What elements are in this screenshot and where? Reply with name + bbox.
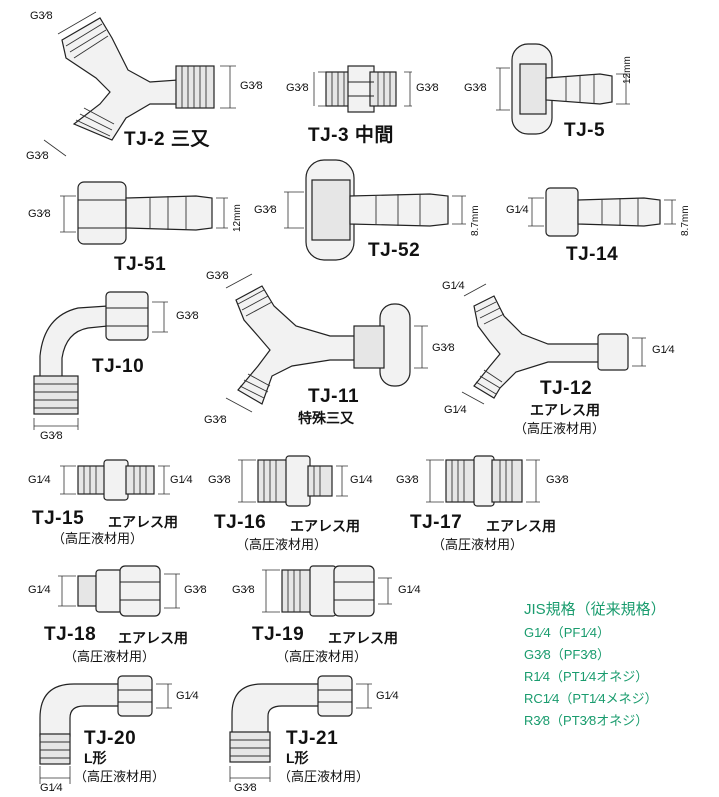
label-tj12-paren: （高圧液材用）: [514, 421, 606, 436]
tj5-fitting: [496, 43, 630, 135]
dim-tj21-right: G1⁄4: [376, 690, 399, 702]
label-tj3: TJ-3 中間: [308, 125, 394, 146]
dim-tj5-hose: 12mm: [622, 56, 633, 84]
dim-tj16-right: G1⁄4: [350, 474, 373, 486]
label-tj16-airless: エアレス用: [290, 518, 360, 534]
dim-tj52-left: G3⁄8: [254, 204, 277, 216]
label-tj11-sub: 特殊三又: [298, 410, 354, 426]
legend-item-g14: G1⁄4（PF1⁄4）: [524, 625, 610, 640]
tj52-fitting: [284, 159, 466, 261]
dim-tj16-left: G3⁄8: [208, 474, 231, 486]
label-tj19: TJ-19: [252, 624, 305, 645]
label-tj16-paren: （高圧液材用）: [236, 537, 328, 552]
tj3-fitting: [313, 65, 412, 113]
dim-tj12-top: G1⁄4: [442, 280, 465, 292]
legend-item-r38: R3⁄8（PT3⁄8オネジ）: [524, 713, 649, 728]
dim-tj11-top: G3⁄8: [206, 270, 229, 282]
label-tj18: TJ-18: [44, 624, 97, 645]
dim-tj14-hose: 8.7mm: [680, 205, 691, 236]
dim-tj51-hose: 12mm: [232, 204, 243, 232]
legend-item-g38: G3⁄8（PF3⁄8）: [524, 647, 610, 662]
tj14-fitting: [528, 187, 676, 237]
dim-tj19-right: G1⁄4: [398, 584, 421, 596]
dim-tj10-bottom: G3⁄8: [40, 430, 63, 442]
label-tj20: TJ-20: [84, 728, 137, 749]
tj51-fitting: [60, 181, 228, 245]
dim-tj3-left: G3⁄8: [286, 82, 309, 94]
legend-item-rc14: RC1⁄4（PT1⁄4メネジ）: [524, 691, 658, 706]
dim-tj12-bottom: G1⁄4: [444, 404, 467, 416]
label-tj20-paren: （高圧液材用）: [74, 769, 166, 784]
dim-tj52-hose: 8.7mm: [470, 205, 481, 236]
label-tj15-paren: （高圧液材用）: [52, 531, 144, 546]
label-tj20-shape: L形: [84, 750, 107, 766]
legend-title: JIS規格（従来規格）: [524, 601, 666, 618]
dim-tj18-left: G1⁄4: [28, 584, 51, 596]
dim-tj11-right: G3⁄8: [432, 342, 455, 354]
label-tj5: TJ-5: [564, 120, 606, 141]
label-tj12-airless: エアレス用: [530, 402, 600, 418]
tj20-fitting: [39, 675, 172, 784]
label-tj18-paren: （高圧液材用）: [64, 649, 156, 664]
dim-tj17-right: G3⁄8: [546, 474, 569, 486]
dim-tj15-right: G1⁄4: [170, 474, 193, 486]
tj21-fitting: [229, 675, 372, 782]
dim-tj21-bottom: G3⁄8: [234, 782, 257, 794]
label-tj19-airless: エアレス用: [328, 630, 398, 646]
tj10-fitting: [33, 291, 168, 430]
label-tj17-paren: （高圧液材用）: [432, 537, 524, 552]
dim-tj20-right: G1⁄4: [176, 690, 199, 702]
dim-tj5-left: G3⁄8: [464, 82, 487, 94]
tj18-fitting: [58, 565, 180, 617]
dim-tj14-left: G1⁄4: [506, 204, 529, 216]
dim-tj12-right: G1⁄4: [652, 344, 675, 356]
dim-tj15-left: G1⁄4: [28, 474, 51, 486]
label-tj17-airless: エアレス用: [486, 518, 556, 534]
label-tj15-airless: エアレス用: [108, 514, 178, 530]
label-tj17: TJ-17: [410, 512, 463, 533]
label-tj2: TJ-2 三又: [124, 129, 210, 150]
dim-tj10-right: G3⁄8: [176, 310, 199, 322]
label-tj19-paren: （高圧液材用）: [276, 649, 368, 664]
label-tj51: TJ-51: [114, 254, 167, 275]
label-tj21-paren: （高圧液材用）: [278, 769, 370, 784]
dim-tj17-left: G3⁄8: [396, 474, 419, 486]
tj16-fitting: [238, 455, 348, 507]
tj12-fitting: [461, 283, 646, 405]
dim-tj11-bottom: G3⁄8: [204, 414, 227, 426]
dim-tj20-bottom: G1⁄4: [40, 782, 63, 794]
dim-tj51-left: G3⁄8: [28, 208, 51, 220]
label-tj21: TJ-21: [286, 728, 339, 749]
tj19-fitting: [262, 565, 392, 617]
label-tj10: TJ-10: [92, 356, 145, 377]
dim-tj18-right: G3⁄8: [184, 584, 207, 596]
label-tj12: TJ-12: [540, 378, 593, 399]
label-tj14: TJ-14: [566, 244, 619, 265]
tj15-fitting: [60, 459, 170, 501]
label-tj52: TJ-52: [368, 240, 421, 261]
label-tj16: TJ-16: [214, 512, 267, 533]
label-tj15: TJ-15: [32, 508, 85, 529]
tj2-fitting: [43, 11, 236, 157]
tj11-fitting: [225, 273, 428, 413]
label-tj11: TJ-11: [308, 386, 360, 407]
tj17-fitting: [426, 455, 540, 507]
dim-tj2-bottom: G3⁄8: [26, 150, 49, 162]
dim-tj3-right: G3⁄8: [416, 82, 439, 94]
dim-tj19-left: G3⁄8: [232, 584, 255, 596]
label-tj18-airless: エアレス用: [118, 630, 188, 646]
legend-item-r14: R1⁄4（PT1⁄4オネジ）: [524, 669, 649, 684]
dim-tj2-top: G3⁄8: [30, 10, 53, 22]
dim-tj2-right: G3⁄8: [240, 80, 263, 92]
label-tj21-shape: L形: [286, 750, 309, 766]
